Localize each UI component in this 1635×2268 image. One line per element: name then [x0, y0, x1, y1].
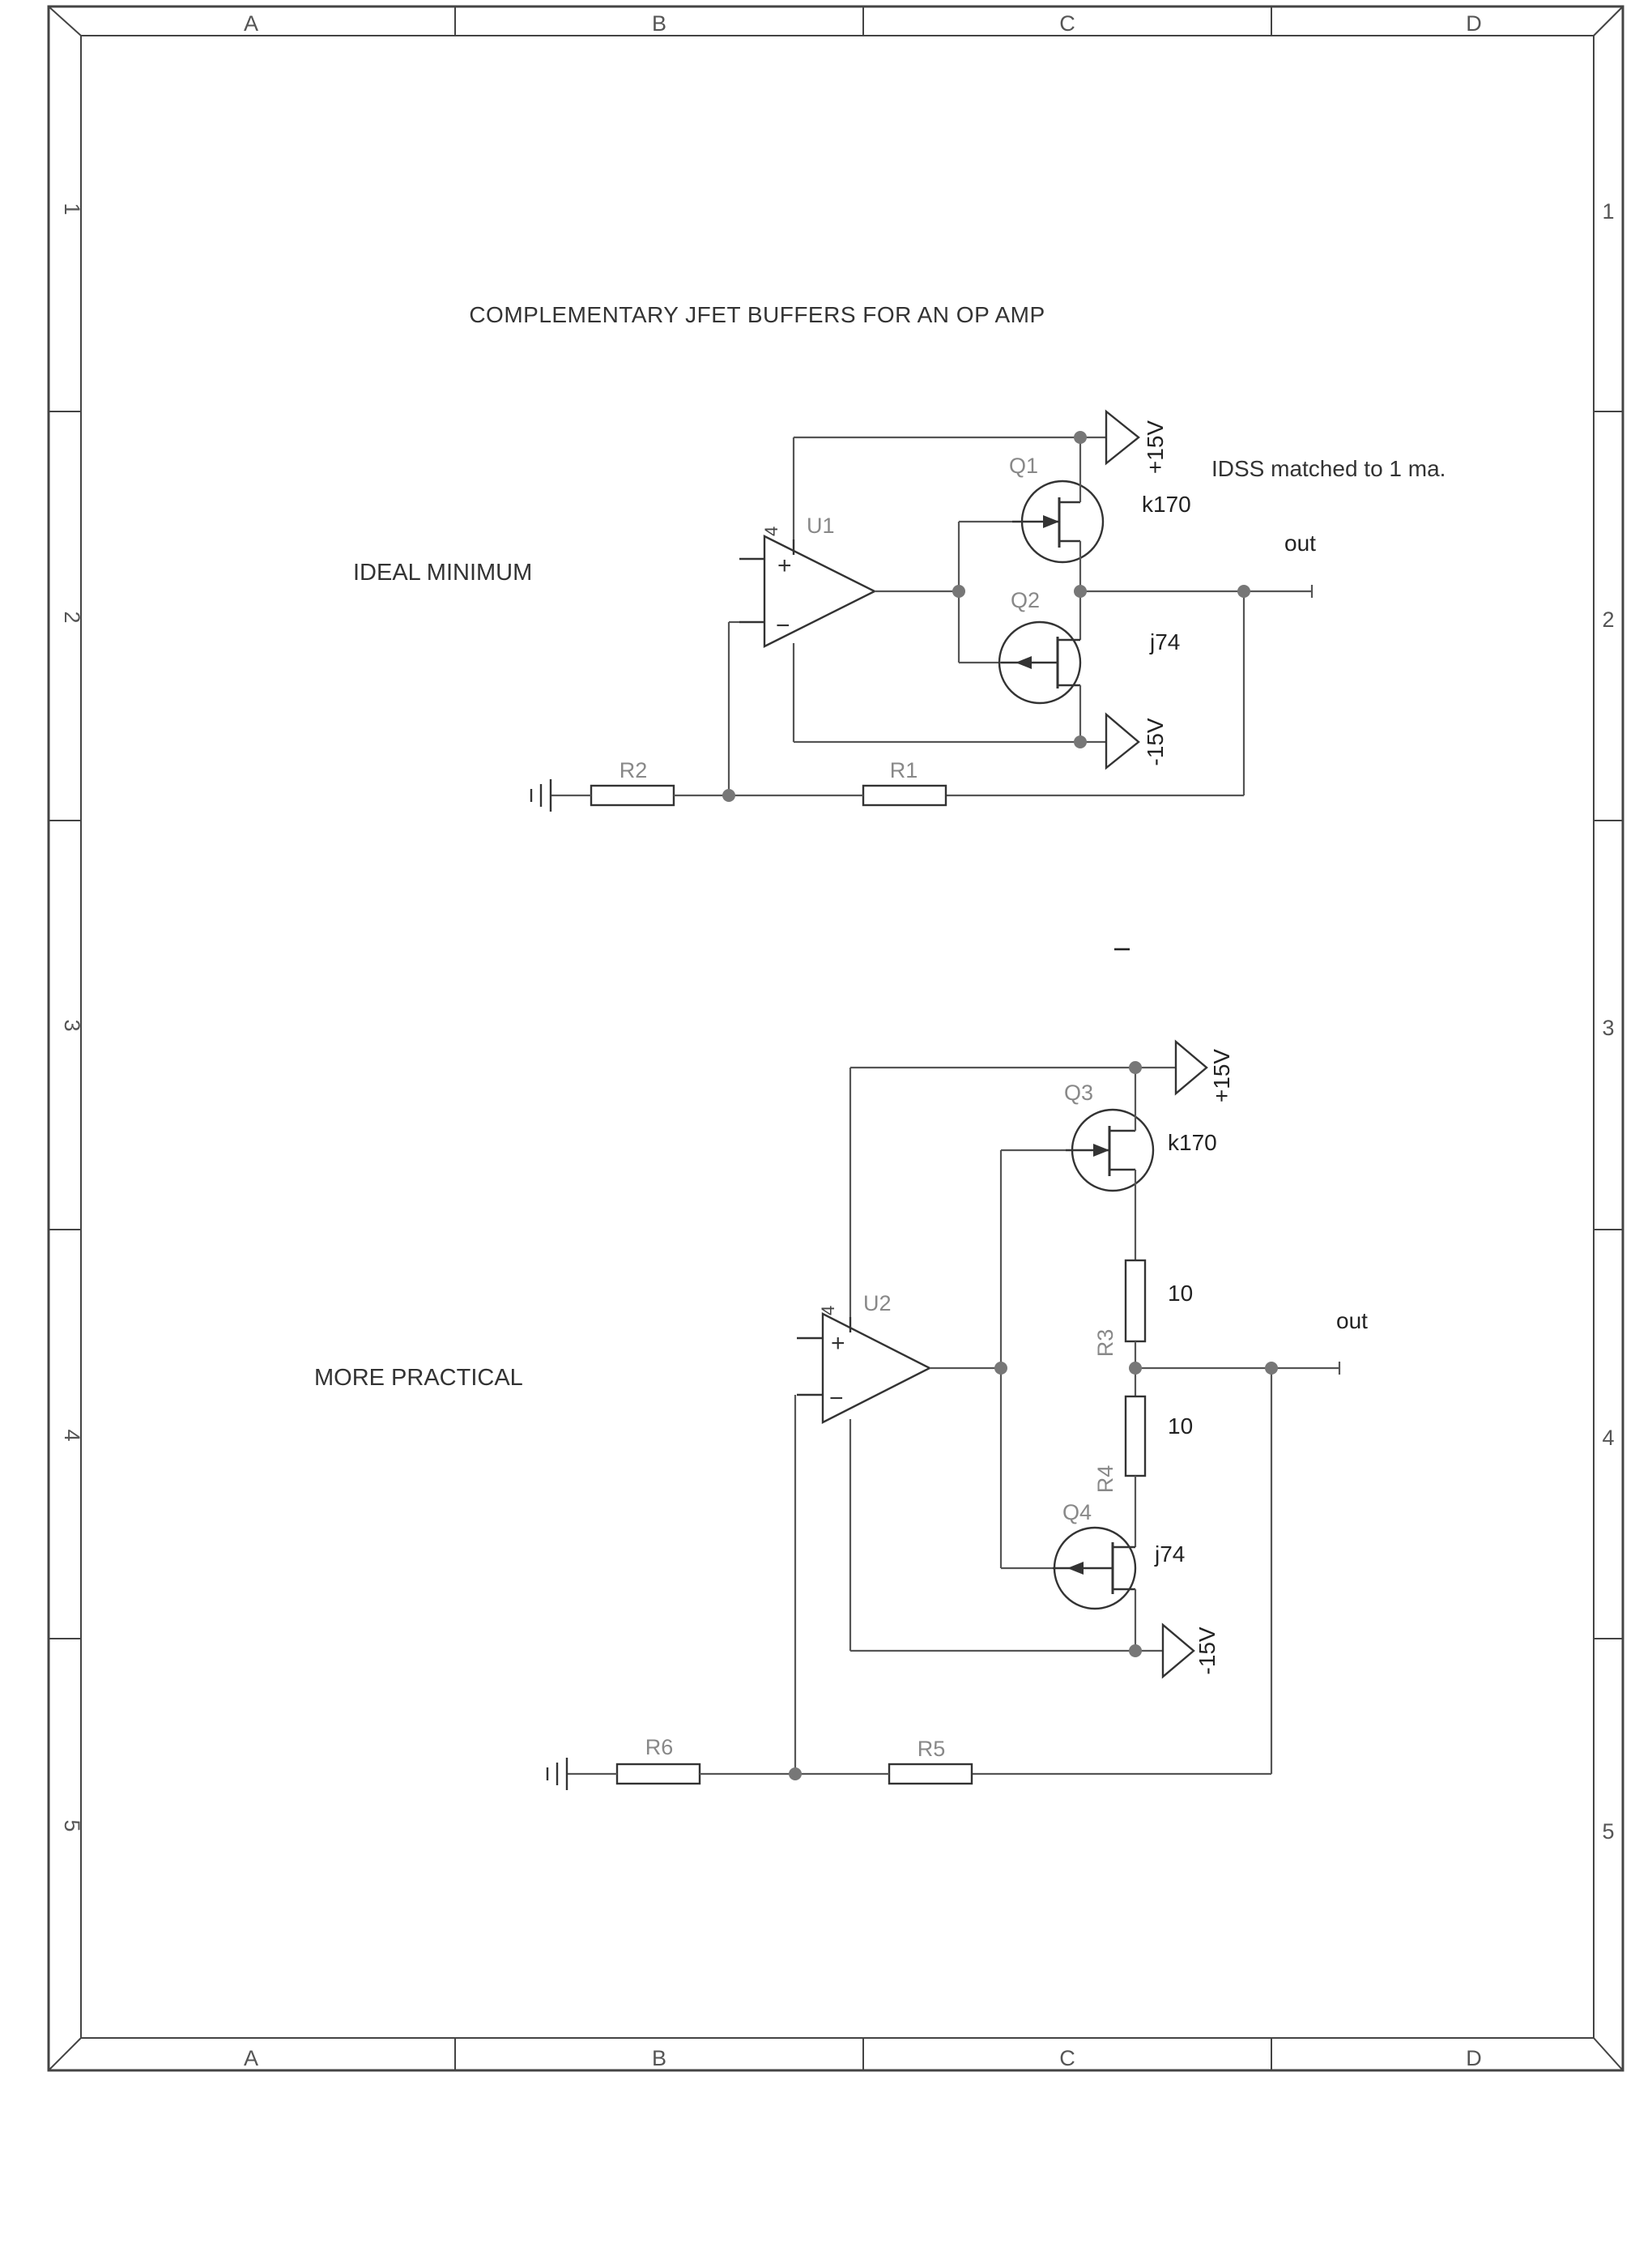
- supply-neg-label-2: -15V: [1194, 1626, 1220, 1674]
- resistor-r1: [862, 784, 947, 807]
- resistor-r2-ref: R2: [620, 758, 648, 782]
- junction-node: [994, 1362, 1007, 1375]
- row-label-1-left: 1: [60, 202, 84, 215]
- resistor-r4-value: 10: [1168, 1413, 1193, 1439]
- circuit-ideal-minimum: IDEAL MINIMUM + − 4 U1 Q1 k170: [353, 409, 1446, 812]
- opamp-u1-pin4: 4: [761, 526, 781, 536]
- resistor-r3: [1124, 1259, 1147, 1343]
- junction-node: [1074, 735, 1087, 748]
- resistor-r5: [888, 1763, 973, 1785]
- column-label-a-bottom: A: [244, 2046, 258, 2070]
- row-label-2-right: 2: [1602, 608, 1614, 632]
- supply-pos-label-2: +15V: [1209, 1049, 1234, 1102]
- junction-node: [1074, 585, 1087, 598]
- opamp-u2-ref: U2: [863, 1291, 892, 1315]
- supply-neg-15v-1: [1105, 712, 1140, 770]
- section-label-more-practical: MORE PRACTICAL: [314, 1365, 523, 1391]
- column-label-b-top: B: [652, 11, 666, 36]
- junction-node: [1265, 1362, 1278, 1375]
- jfet-q3-ref: Q3: [1064, 1081, 1093, 1105]
- supply-neg-label-1: -15V: [1143, 718, 1168, 765]
- opamp-u1-symbol: [763, 535, 877, 648]
- column-label-d-bottom: D: [1466, 2046, 1482, 2070]
- stray-mark: I: [1109, 946, 1135, 953]
- row-label-5-left: 5: [60, 1819, 84, 1831]
- opamp-u2-pin4: 4: [818, 1306, 838, 1315]
- row-label-4-left: 4: [60, 1429, 84, 1441]
- resistor-r5-ref: R5: [918, 1737, 946, 1761]
- row-label-1-right: 1: [1602, 199, 1614, 224]
- column-label-a-top: A: [244, 11, 258, 36]
- opamp-u1-minus: −: [776, 612, 790, 639]
- jfet-q1-ref: Q1: [1009, 454, 1038, 478]
- column-label-c-top: C: [1059, 11, 1075, 36]
- resistor-r4-ref: R4: [1093, 1465, 1118, 1494]
- column-label-c-bottom: C: [1059, 2046, 1075, 2070]
- supply-neg-15v-2: [1161, 1622, 1195, 1679]
- junction-node: [789, 1767, 802, 1780]
- junction-node: [1129, 1644, 1142, 1657]
- drawing-frame: [47, 5, 1624, 2072]
- row-label-3-right: 3: [1602, 1016, 1614, 1040]
- output-label-1: out: [1284, 531, 1316, 556]
- resistor-r1-ref: R1: [890, 758, 918, 782]
- resistor-r2: [590, 784, 675, 807]
- ground-icon: [530, 779, 552, 812]
- row-label-2-left: 2: [60, 611, 84, 623]
- jfet-q2-value: j74: [1149, 629, 1180, 654]
- junction-node: [1237, 585, 1250, 598]
- column-label-d-top: D: [1466, 11, 1482, 36]
- resistor-r6-ref: R6: [645, 1735, 674, 1759]
- resistor-r3-value: 10: [1168, 1281, 1193, 1306]
- row-label-5-right: 5: [1602, 1819, 1614, 1844]
- resistor-r4: [1124, 1395, 1147, 1477]
- circuit-more-practical: MORE PRACTICAL + − 4 U2 Q3 k170: [314, 1039, 1368, 1790]
- row-label-4-right: 4: [1602, 1426, 1614, 1450]
- opamp-u2-plus: +: [831, 1330, 845, 1357]
- schematic-title: COMPLEMENTARY JFET BUFFERS FOR AN OP AMP: [469, 302, 1045, 327]
- junction-node: [952, 585, 965, 598]
- jfet-q1-value: k170: [1142, 492, 1191, 517]
- resistor-r3-ref: R3: [1093, 1329, 1118, 1358]
- jfet-q4-arrow: [1067, 1562, 1084, 1575]
- opamp-u1-plus: +: [777, 552, 792, 579]
- ground-icon: [546, 1758, 568, 1790]
- section-label-ideal-minimum: IDEAL MINIMUM: [353, 560, 532, 586]
- jfet-q4-value: j74: [1154, 1541, 1185, 1567]
- junction-node: [1129, 1362, 1142, 1375]
- jfet-q2-arrow: [1015, 656, 1032, 669]
- opamp-u1-ref: U1: [807, 514, 835, 538]
- jfet-q4-ref: Q4: [1062, 1500, 1092, 1524]
- column-label-b-bottom: B: [652, 2046, 666, 2070]
- idss-note: IDSS matched to 1 ma.: [1211, 456, 1446, 481]
- jfet-q3-arrow: [1093, 1144, 1109, 1157]
- jfet-q2-symbol: [998, 620, 1082, 705]
- supply-pos-15v-1: [1105, 409, 1140, 466]
- supply-pos-15v-2: [1174, 1039, 1208, 1096]
- jfet-q3-value: k170: [1168, 1130, 1217, 1155]
- resistor-r6: [615, 1763, 701, 1785]
- junction-node: [722, 789, 735, 802]
- junction-node: [1074, 431, 1087, 444]
- jfet-q1-arrow: [1043, 515, 1059, 528]
- row-label-3-left: 3: [60, 1019, 84, 1031]
- opamp-u2-symbol: [821, 1312, 932, 1424]
- junction-node: [1129, 1061, 1142, 1074]
- jfet-q2-ref: Q2: [1011, 588, 1040, 612]
- supply-pos-label-1: +15V: [1143, 420, 1168, 474]
- output-label-2: out: [1336, 1308, 1368, 1333]
- opamp-u2-minus: −: [829, 1385, 844, 1412]
